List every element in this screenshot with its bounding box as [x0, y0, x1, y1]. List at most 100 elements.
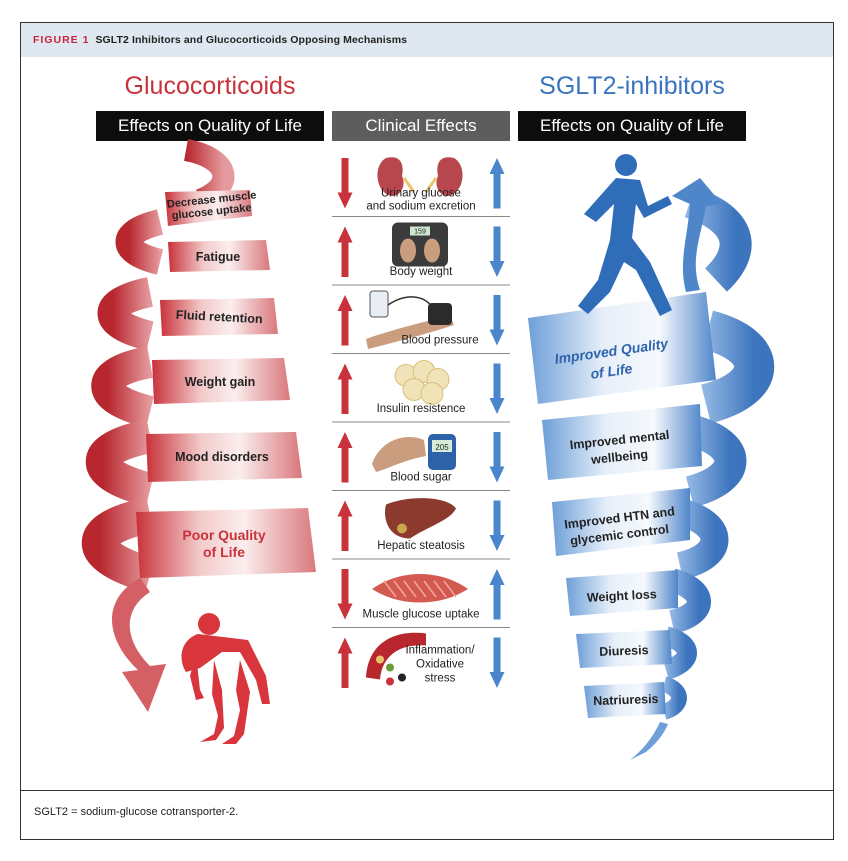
glucocorticoids-title: Glucocorticoids [124, 72, 296, 100]
spiral-band [136, 508, 316, 578]
bp-monitor [369, 290, 389, 318]
arrow-shape [489, 158, 505, 209]
clinical-label-0-0: Urinary glucose [381, 188, 461, 200]
muscle-fiber [413, 580, 427, 598]
sglt2-inhibitors-title: SGLT2-inhibitors [539, 72, 725, 100]
spiral-back-band [700, 310, 775, 424]
spiral-band [160, 298, 278, 336]
spiral-back-band [85, 419, 155, 507]
blood-cell-shape [386, 663, 394, 672]
clinical-label-4-0: Blood sugar [390, 472, 452, 484]
spiral-back-band [685, 414, 747, 508]
sglt2-arrow-down [489, 432, 505, 483]
figure-caption: FIGURE 1 SGLT2 Inhibitors and Glucocortic… [33, 34, 407, 46]
gallbladder-shape [397, 523, 407, 534]
right-item-1-line-1: wellbeing [590, 447, 649, 467]
arrow-shape [337, 295, 353, 346]
spiral-band [566, 570, 678, 616]
figure-number: FIGURE 1 [33, 34, 90, 46]
arrow-shape [489, 226, 505, 277]
tired-person-icon [181, 613, 270, 744]
vessel-wall-shape [366, 632, 426, 680]
ureter-shape [402, 177, 438, 193]
arrow-shape [337, 158, 353, 209]
hand-shape [372, 437, 426, 472]
spiral-back-band [662, 626, 697, 680]
clinical-row-5: Hepatic steatosis [332, 490, 510, 552]
blood-pressure-cuff-icon [366, 290, 454, 349]
sglt2-arrow-up [489, 569, 505, 620]
spiral-band [584, 682, 666, 718]
spiral-band [576, 630, 672, 668]
left-item-3-line-0: Weight gain [185, 375, 256, 389]
kidney-shape [436, 157, 463, 196]
glucocorticoid-spiral [81, 139, 316, 712]
spiral-band [146, 432, 302, 482]
blood-cell-shape [386, 677, 394, 686]
glucocorticoid-arrow-up [337, 637, 353, 688]
glucocorticoid-arrow-down [337, 158, 353, 209]
right-item-5-line-0: Natriuresis [593, 692, 659, 708]
glucocorticoid-arrow-up [337, 363, 353, 414]
left-item-5-line-1: of Life [203, 544, 245, 560]
kidney-icon [377, 157, 463, 196]
spiral-back-band [661, 676, 687, 720]
spiral-back-band [97, 277, 154, 351]
spiral-arrow-head [111, 578, 166, 712]
clinical-label-7-1: Oxidative [416, 659, 464, 671]
scale-reading: 159 [414, 229, 426, 236]
arrow-shape [337, 637, 353, 688]
glucometer-screen [432, 440, 452, 452]
left-subtitle-bar: Effects on Quality of Life [96, 111, 324, 141]
sglt2-arrow-down [489, 500, 505, 551]
left-item-5-line-0: Poor Quality [182, 527, 265, 543]
arrow-shape [337, 432, 353, 483]
clinical-label-6-0: Muscle glucose uptake [363, 609, 480, 621]
left-item-1-line-0: Fatigue [196, 250, 240, 264]
muscle-fiber [393, 580, 407, 598]
cuff-shape [428, 303, 452, 325]
muscle-icon [372, 574, 468, 603]
arrow-shape [337, 569, 353, 620]
clinical-row-3: Insulin resistence [332, 353, 510, 415]
spiral-band [528, 292, 716, 404]
spiral-tail [630, 722, 668, 760]
arrow-shape [489, 637, 505, 688]
sglt2-spiral [528, 178, 775, 760]
clinical-label-3-0: Insulin resistence [377, 403, 466, 415]
blood-cell-shape [398, 673, 406, 682]
figure-title: SGLT2 Inhibitors and Glucocorticoids Opp… [95, 34, 408, 46]
spiral-band [168, 240, 270, 272]
muscle-fiber [403, 580, 417, 598]
glucometer-icon: 205 [372, 434, 456, 472]
clinical-label-5-0: Hepatic steatosis [377, 540, 465, 552]
liver-icon [385, 498, 456, 539]
left-item-4-line-0: Mood disorders [175, 450, 269, 464]
arrow-shape [489, 295, 505, 346]
glucocorticoid-arrow-up [337, 432, 353, 483]
spiral-band [152, 358, 290, 404]
spiral-back-band [668, 568, 711, 634]
spiral-back-band [115, 209, 164, 275]
muscle-fiber [383, 580, 397, 598]
clinical-label-2-0: Blood pressure [401, 335, 478, 347]
blood-cell-shape [376, 655, 384, 664]
arrow-shape [489, 500, 505, 551]
glucocorticoid-arrow-up [337, 295, 353, 346]
foot-shape [400, 238, 416, 263]
left-item-2-line-0: Fluid retention [175, 308, 262, 327]
arrow-shape [337, 363, 353, 414]
footnote: SGLT2 = sodium-glucose cotransporter-2. [34, 806, 239, 818]
spiral-band [165, 190, 252, 226]
clinical-label-0-1: and sodium excretion [366, 201, 475, 213]
clinical-label-1-0: Body weight [390, 266, 453, 278]
glucocorticoid-arrow-down [337, 569, 353, 620]
muscle-fiber [423, 580, 437, 598]
spiral-band [552, 488, 690, 556]
right-item-3-line-0: Weight loss [587, 587, 658, 605]
walking-person-icon [578, 154, 672, 316]
